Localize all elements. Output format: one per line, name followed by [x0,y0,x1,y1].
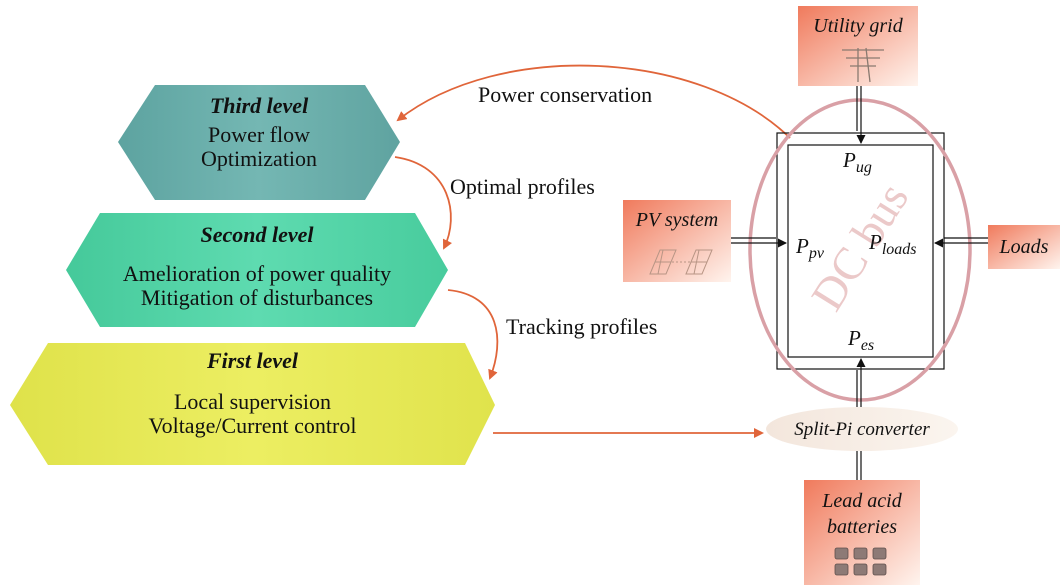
pv-system-box [623,200,731,282]
p-ug-label: Pug [843,150,872,176]
third-level-line-2: Optimization [200,146,318,171]
p-es-label: Pes [848,328,874,354]
third-level-line-1: Power flow [207,122,311,147]
second-level-line-1: Amelioration of power quality [122,261,392,286]
first-level-line-2: Voltage/Current control [148,413,357,438]
split-pi-converter-label: Split-Pi converter [794,419,930,440]
dc-bus-inner-frame [787,144,934,358]
p-ug-base: P [843,148,856,172]
power-conservation-label: Power conservation [478,82,653,107]
second-level-shape [66,213,448,327]
pv-system-label: PV system [635,209,719,231]
loads-box [988,225,1060,269]
power-pylon-icon [842,47,884,83]
p-es-base: P [848,326,861,350]
p-loads-label: Ploads [869,232,917,258]
p-es-sub: es [860,337,875,354]
batteries-label-line-2: batteries [827,516,897,538]
p-pv-sub: pv [808,245,824,262]
split-pi-converter-shape [766,407,958,451]
first-level-shape [10,343,495,465]
tracking-profiles-arrow [447,289,499,380]
third-level-group: Third level Power flow Optimization [118,95,400,171]
third-level-title: Third level [209,93,309,118]
first-level-title: First level [206,348,299,373]
p-ug-sub: ug [855,159,872,176]
second-level-line-2: Mitigation of disturbances [140,285,374,310]
third-level-shape [118,85,400,200]
second-level-title: Second level [200,222,314,247]
optimal-profiles-arrow [394,156,452,250]
p-pv-base: P [796,234,809,258]
batteries-label-group: Lead acid batteries [804,488,920,540]
p-loads-base: P [869,230,882,254]
tracking-profiles-label: Tracking profiles [506,314,658,339]
solar-panel-icon [649,249,713,275]
loads-label: Loads [999,236,1049,258]
p-pv-label: Ppv [796,236,824,262]
battery-icon [834,547,887,576]
optimal-profiles-label: Optimal profiles [450,174,595,199]
utility-grid-label: Utility grid [813,15,903,37]
second-level-group: Second level Amelioration of power quali… [66,224,448,310]
dc-bus-ellipse [748,98,972,402]
p-loads-sub: loads [881,241,917,258]
first-level-group: First level Local supervision Voltage/Cu… [10,350,495,438]
batteries-label-line-1: Lead acid [822,490,902,512]
power-conservation-arrow [396,64,791,139]
first-level-line-1: Local supervision [173,389,332,414]
